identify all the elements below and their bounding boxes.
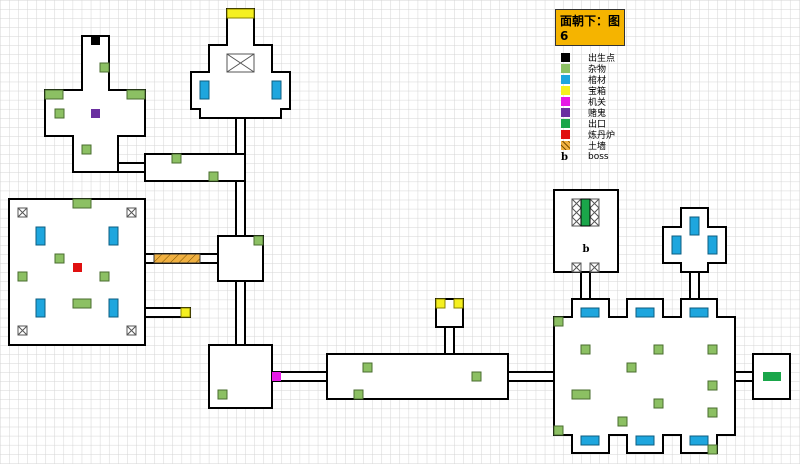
legend-item: 杂物 bbox=[561, 63, 625, 75]
legend-swatch bbox=[561, 75, 570, 84]
legend-item: 土墙 bbox=[561, 140, 625, 152]
legend-label: 出口 bbox=[588, 120, 607, 130]
legend-swatch bbox=[561, 86, 570, 95]
legend-item: 赌鬼 bbox=[561, 107, 625, 119]
legend-label: 机关 bbox=[588, 98, 607, 108]
legend-item: b boss bbox=[561, 151, 625, 164]
exit bbox=[763, 372, 781, 381]
legend-label: 炼丹炉 bbox=[588, 131, 616, 141]
coffin-cross-room bbox=[662, 207, 727, 273]
coffins bbox=[35, 80, 718, 446]
legend-label: 出生点 bbox=[588, 54, 616, 64]
spawn-point bbox=[91, 36, 100, 45]
alchemy-furnace bbox=[73, 263, 82, 272]
legend-swatch bbox=[561, 53, 570, 62]
legend: 面朝下：图6 出生点杂物棺材宝箱机关赌鬼出口炼丹炉土墙 b boss bbox=[555, 9, 625, 164]
big-room bbox=[553, 298, 736, 454]
gambler-ghost bbox=[91, 109, 100, 118]
legend-swatch bbox=[561, 108, 570, 117]
legend-label: 杂物 bbox=[588, 65, 607, 75]
mechanism bbox=[272, 372, 281, 381]
legend-item: 出口 bbox=[561, 118, 625, 130]
earth-wall bbox=[153, 253, 201, 264]
hall-room bbox=[144, 153, 246, 182]
legend-swatch bbox=[561, 141, 570, 150]
junk-items bbox=[17, 62, 718, 455]
legend-swatch bbox=[561, 64, 570, 73]
legend-item: 出生点 bbox=[561, 52, 625, 64]
legend-label: 赌鬼 bbox=[588, 109, 607, 119]
legend-swatch: b bbox=[561, 152, 568, 163]
crossed-boxes bbox=[17, 53, 600, 336]
legend-swatch bbox=[561, 97, 570, 106]
legend-label: 宝箱 bbox=[588, 87, 607, 97]
legend-swatch bbox=[561, 130, 570, 139]
map-title: 面朝下：图6 bbox=[555, 9, 625, 46]
legend-item: 棺材 bbox=[561, 74, 625, 86]
chests bbox=[180, 8, 464, 318]
legend-item: 炼丹炉 bbox=[561, 129, 625, 141]
markers bbox=[17, 8, 781, 455]
legend-item: 机关 bbox=[561, 96, 625, 108]
legend-label: 棺材 bbox=[588, 76, 607, 86]
legend-label: 土墙 bbox=[588, 142, 607, 152]
legend-label: boss bbox=[588, 151, 609, 162]
boss-marker: b bbox=[583, 244, 590, 255]
legend-swatch bbox=[561, 119, 570, 128]
legend-item: 宝箱 bbox=[561, 85, 625, 97]
